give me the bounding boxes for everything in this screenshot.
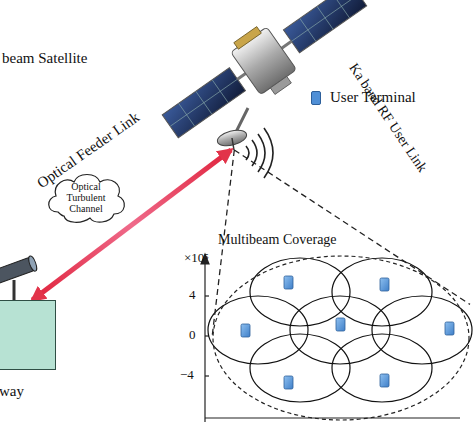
axis-label: 0 [189, 327, 196, 343]
axis-label: −4 [180, 367, 194, 383]
axes [201, 254, 460, 422]
diagram-node: way [0, 300, 56, 370]
diagram-node: Multibeam Coverage [212, 226, 470, 422]
node-text: Optical Turbulent Channel [58, 181, 114, 214]
link-label: Ka band RF User Link [345, 61, 430, 176]
node-text: way [0, 383, 24, 400]
node-text: Multibeam Coverage [218, 232, 337, 248]
node-text: beam Satellite [2, 50, 87, 67]
legend-swatch [311, 91, 321, 105]
satellite-illustration [152, 0, 378, 178]
coverage-outline [212, 226, 470, 422]
connector [212, 150, 470, 338]
axis-label: ×10⁵ [184, 250, 209, 266]
diagram-node: beam Satellite [165, 0, 330, 150]
beam-spots [208, 258, 472, 402]
telescope-illustration [0, 255, 38, 300]
diagram-node: Optical Turbulent Channel [44, 168, 128, 226]
user-terminals [241, 276, 454, 389]
axis-label: 4 [189, 287, 196, 303]
